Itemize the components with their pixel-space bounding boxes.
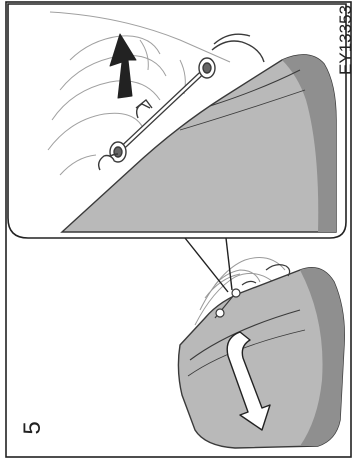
- inset-panel: [8, 4, 346, 238]
- figure-code: EY13353: [336, 5, 355, 75]
- figure-number: 5: [19, 421, 46, 434]
